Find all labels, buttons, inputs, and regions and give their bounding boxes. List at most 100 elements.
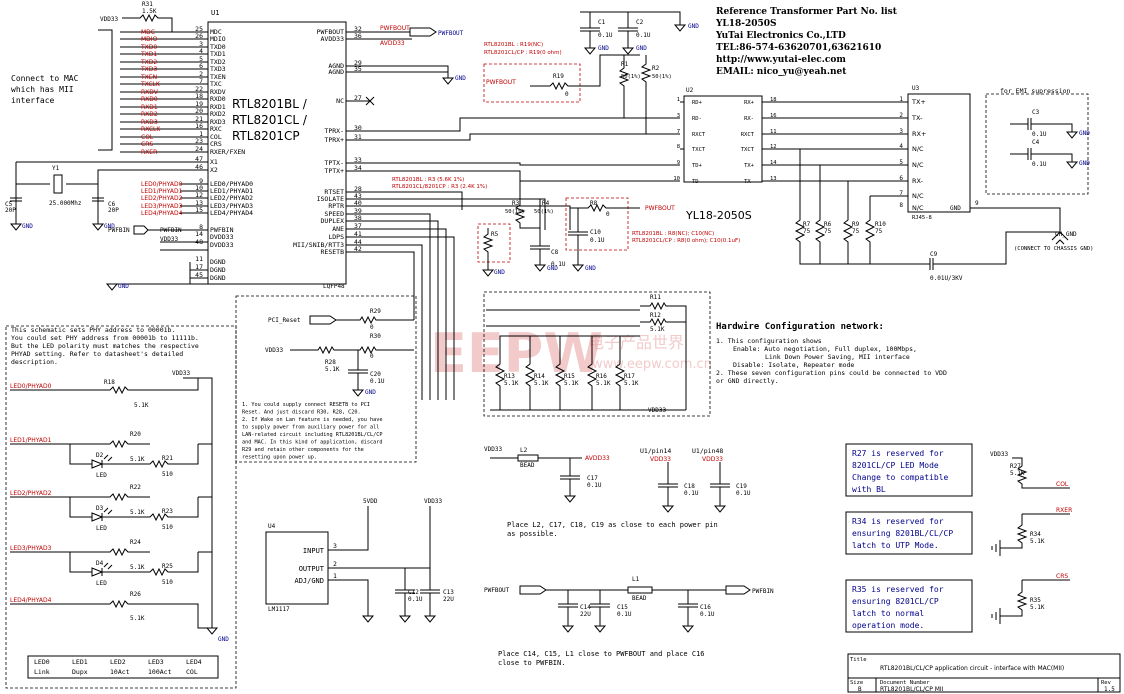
u2-pin-num: 16 — [770, 113, 777, 119]
u1-pin-rxd0: RXD0 — [210, 95, 226, 103]
u1-pin-num: 43 — [354, 192, 362, 200]
u1-pin-txen: TXEN — [210, 73, 226, 81]
r31-value: 1.5K — [142, 8, 157, 15]
phy-note-line: You could set PHY address from 00001b to… — [11, 334, 199, 342]
watermark-cn: 电子产品世界 — [588, 333, 684, 352]
led-table-cell: Link — [34, 668, 50, 676]
vdd50-label: 5VDD — [363, 498, 378, 505]
u1-pin-crs: CRS — [210, 140, 222, 148]
mac-signal-rxd2: RXD2 — [141, 111, 158, 118]
place-note2-b: close to PWFBIN. — [498, 659, 565, 667]
rtl-note-r3-a: RTL8201BL : R3 (5.6K 1%) — [392, 177, 464, 183]
r19-option-box — [483, 63, 581, 103]
u1-pin-num: 5 — [199, 55, 203, 63]
mac-signal-col: COL — [141, 134, 154, 141]
r1-ref: R1 — [621, 61, 629, 68]
watermark-logo: EEPW — [430, 322, 603, 385]
l2-ref: L2 — [520, 447, 528, 454]
r21-ref: R21 — [162, 455, 173, 462]
r27-note-box — [845, 443, 973, 497]
u1-pin-rxc: RXC — [210, 125, 222, 133]
u4-pin-num: 1 — [333, 572, 337, 580]
c19-ref: C19 — [736, 483, 747, 490]
ref-line-2: YuTai Electronics Co.,LTD — [715, 31, 846, 41]
r22-ref: R22 — [130, 484, 141, 491]
r35-note-box — [845, 579, 973, 633]
r30-ref: R30 — [370, 333, 381, 340]
r35-value: 5.1K — [1030, 604, 1045, 611]
c1-ref: C1 — [598, 19, 606, 26]
u1-pin-num: 38 — [354, 214, 362, 222]
r8-c10-option-box — [565, 197, 629, 251]
gnd-agnd: GND — [455, 75, 466, 82]
u1-pin-txd0: TXD0 — [210, 43, 226, 51]
r3-ref: R3 — [512, 200, 520, 207]
title-value: RTL8201BL/CL/CP application circuit - in… — [880, 665, 1064, 672]
u1-pin-num: 20 — [195, 107, 203, 115]
r21-value: 510 — [162, 471, 173, 478]
u1-pin-num: 8 — [199, 223, 203, 231]
u1-pin-dgnd: DGND — [210, 266, 226, 274]
reset-note-line: Reset. And just discard R30, R28, C20. — [242, 410, 361, 416]
vdd33-r28: VDD33 — [265, 347, 283, 354]
r17-ref: R17 — [624, 373, 635, 380]
u2-pin-num: 10 — [673, 176, 680, 182]
c13-value: 22U — [443, 596, 454, 603]
mac-note-3: interface — [11, 96, 55, 105]
r17-value: 5.1K — [624, 380, 639, 387]
c6-value: 20P — [108, 207, 119, 214]
u1-pin-resetb: RESETB — [321, 248, 345, 256]
gnd-c6: GND — [104, 223, 115, 230]
u3-footprint: RJ45-8 — [912, 215, 932, 221]
rev-value: 1.5 — [1104, 686, 1115, 693]
u1-pin-isolate: ISOLATE — [317, 195, 344, 203]
vdd33-pin48: VDD33 — [702, 456, 723, 463]
led-net-label: LED3/PHYAD3 — [10, 545, 52, 552]
u3-gnd: GND — [950, 205, 961, 212]
u1-pin-txc: TXC — [210, 80, 222, 88]
size-value: B — [858, 686, 862, 693]
vdd33-led: VDD33 — [172, 370, 190, 377]
vdd33-u4: VDD33 — [424, 498, 442, 505]
y1-value: 25.000Mhz — [49, 200, 82, 207]
c9-value: 0.01U/3KV — [930, 275, 963, 282]
c14-ref: C14 — [580, 604, 591, 611]
u1-pin-dvdd33: DVDD33 — [210, 233, 234, 241]
r15-value: 5.1K — [564, 380, 579, 387]
gnd-r5: GND — [494, 269, 505, 276]
avdd33-l2: AVDD33 — [585, 455, 610, 462]
u1-pin-num: 42 — [354, 245, 362, 253]
u4-pin-adj-gnd: ADJ/GND — [294, 577, 324, 585]
u2-pin-right: TXCT — [741, 147, 755, 153]
u2-ref: U2 — [686, 87, 694, 94]
r25-ref: R25 — [162, 563, 173, 570]
r35-note-line: operation mode. — [852, 621, 924, 630]
u1pin14: U1/pin14 — [640, 447, 671, 455]
r11-ref: R11 — [650, 294, 661, 301]
u1-pin-num: 7 — [199, 77, 203, 85]
u1-led-net: LED4/PHYAD4 — [141, 210, 183, 217]
d3-ref: D3 — [96, 505, 104, 512]
u1-pin-tptx-: TPTX+ — [324, 167, 344, 175]
u1-pin-num: 29 — [354, 59, 362, 67]
d4-ref: D4 — [96, 560, 104, 567]
u1-pin-x2: X2 — [210, 166, 218, 174]
r31-ref: R31 — [142, 1, 153, 8]
c13-ref: C13 — [443, 589, 454, 596]
u4-pin-input: INPUT — [303, 547, 325, 555]
pci-reset-label: PCI_Reset — [268, 317, 301, 324]
u1-pin-led3-phyad3: LED3/PHYAD3 — [210, 202, 253, 210]
mac-signal-rxdv: RXDV — [141, 89, 159, 96]
u1-pin-num: 1 — [199, 130, 203, 138]
r22-value: 5.1K — [130, 509, 145, 516]
r5-option-box — [477, 223, 511, 263]
c19-value: 0.1U — [736, 490, 751, 497]
u1-pin-led0-phyad0: LED0/PHYAD0 — [210, 180, 253, 188]
c6-ref: C6 — [108, 201, 116, 208]
r20-value: 5.1K — [130, 456, 145, 463]
u1-pin-rxer-fxen: RXER/FXEN — [210, 148, 245, 156]
r4-value: 50(1%) — [534, 209, 554, 215]
u1-pin-num: 24 — [195, 145, 203, 153]
